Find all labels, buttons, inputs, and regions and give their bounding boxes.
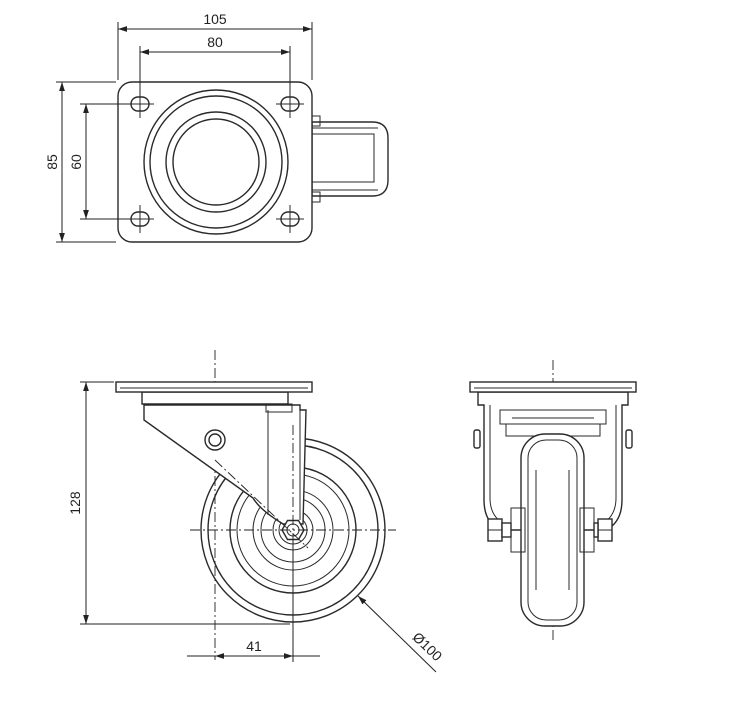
side-swivel-body — [141, 391, 289, 405]
dim-top-width: 105 — [117, 11, 313, 80]
dim-top-hole-spacing-x: 80 — [139, 34, 291, 96]
side-fork-leg — [143, 404, 307, 525]
front-wheel — [510, 433, 595, 627]
front-top-plate — [469, 381, 637, 393]
dim-label-60: 60 — [68, 154, 84, 170]
dim-offset: 41 — [187, 540, 320, 662]
dim-label-diameter: Ø100 — [410, 629, 446, 664]
dim-label-105: 105 — [203, 11, 227, 27]
dim-top-hole-spacing-y: 60 — [68, 103, 132, 220]
front-view — [469, 360, 637, 640]
side-view: 128 41 Ø100 — [67, 350, 446, 673]
dim-wheel-diameter: Ø100 — [357, 595, 446, 673]
dim-label-128: 128 — [67, 491, 83, 515]
dim-label-41: 41 — [246, 638, 262, 654]
dim-label-80: 80 — [207, 34, 223, 50]
dim-side-height: 128 — [67, 381, 290, 625]
top-plate — [117, 81, 313, 243]
dim-label-85: 85 — [44, 154, 60, 170]
dim-top-height: 85 — [44, 81, 116, 243]
front-axle — [487, 518, 613, 542]
top-raceway-rings — [143, 89, 289, 235]
top-view-wheel-housing — [311, 115, 389, 203]
grease-nipple — [204, 429, 226, 451]
side-top-plate — [115, 381, 313, 393]
top-view: 105 80 85 60 — [44, 11, 389, 243]
